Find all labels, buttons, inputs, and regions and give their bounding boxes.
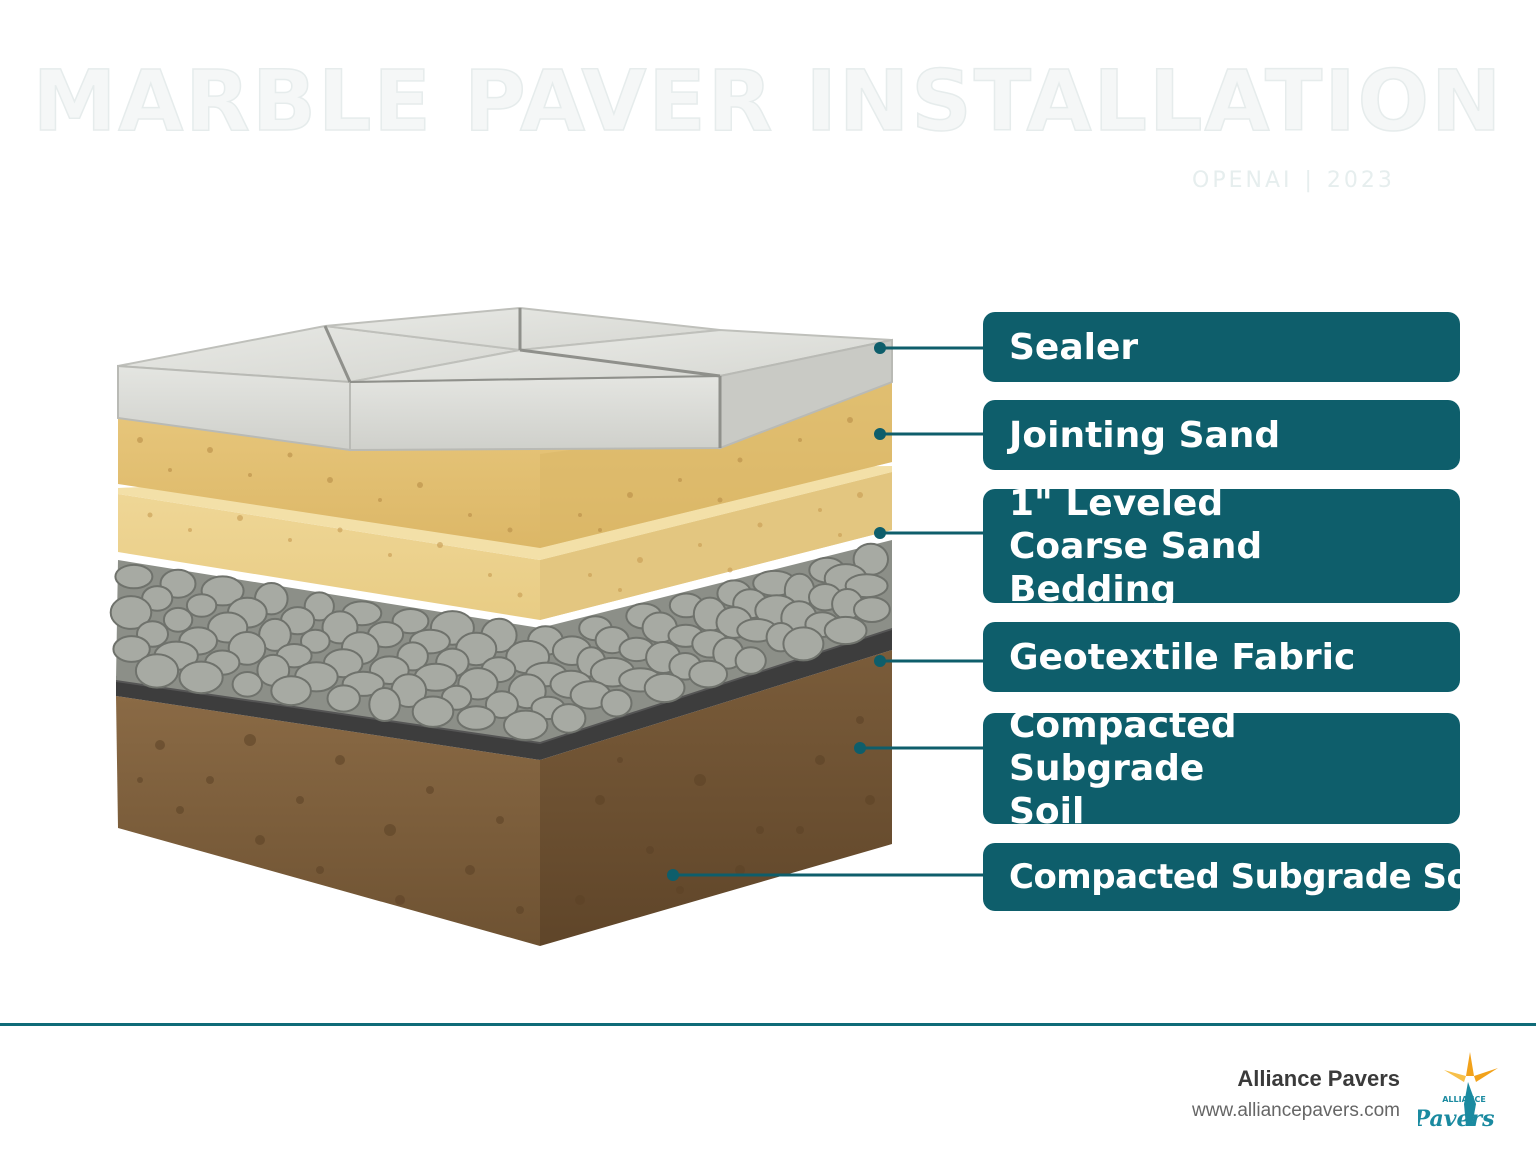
leader-dot — [874, 342, 886, 354]
soil-layer — [116, 650, 892, 946]
layer-label-geotextile: Geotextile Fabric — [983, 622, 1460, 692]
layer-label-sealer: Sealer — [983, 312, 1460, 382]
gravel-stone — [551, 703, 587, 734]
layer-label-subgrade-soil-base: Compacted Subgrade Soil — [983, 843, 1492, 911]
diagram-title: MARBLE PAVER INSTALLATION — [32, 51, 1504, 151]
gravel-stone — [178, 660, 224, 695]
gravel-stone — [688, 659, 729, 689]
brand-name: Alliance Pavers — [1237, 1066, 1400, 1091]
gravel-stone — [853, 596, 891, 623]
gravel-layer — [109, 540, 892, 742]
footer-divider — [0, 1023, 1536, 1026]
gravel-stone — [411, 695, 455, 728]
brand-url: www.alliancepavers.com — [1191, 1100, 1400, 1121]
geotextile-layer — [116, 628, 892, 760]
gravel-stone — [823, 615, 868, 646]
gravel-stone — [600, 688, 633, 718]
gravel-stone — [734, 646, 767, 675]
leader-dot — [874, 527, 886, 539]
gravel-stone — [368, 687, 401, 722]
logo-text-main: Pavers — [1418, 1106, 1494, 1132]
gravel-stone — [782, 626, 825, 662]
credit-line: OPENAI | 2023 — [1192, 168, 1395, 193]
leader-dot — [874, 655, 886, 667]
credit-author: OPENAI — [1192, 168, 1293, 193]
gravel-stone — [185, 593, 218, 618]
leader-dot — [667, 869, 679, 881]
marble-pavers — [117, 306, 893, 452]
gravel-stone — [456, 705, 496, 731]
leader-dot — [854, 742, 866, 754]
gravel-stone — [114, 563, 154, 590]
leader-dot — [874, 428, 886, 440]
gravel-stone — [503, 709, 549, 741]
leader-lines — [667, 342, 983, 881]
layer-label-sand-bedding: 1" Leveled Coarse Sand Bedding — [983, 483, 1460, 610]
gravel-stone — [134, 653, 180, 689]
paver-cross-section — [109, 306, 983, 946]
layer-label-jointing-sand: Jointing Sand — [983, 400, 1460, 470]
gravel-stone — [643, 672, 686, 704]
alliance-pavers-logo: ALLIANCE Pavers — [1418, 1052, 1498, 1132]
credit-year: 2023 — [1326, 168, 1395, 193]
gravel-stone — [326, 684, 361, 713]
gravel-stone — [112, 635, 151, 663]
gravel-stone — [391, 608, 430, 635]
gravel-stone — [270, 675, 312, 707]
layer-label-subgrade-soil: Compacted Subgrade Soil — [983, 705, 1460, 832]
gravel-stone — [231, 671, 264, 698]
credit-separator: | — [1304, 168, 1315, 193]
gravel-stone — [258, 617, 292, 652]
gravel-stone — [162, 606, 194, 633]
gravel-stone — [300, 628, 331, 654]
gravel-stone — [484, 690, 519, 719]
logo-text-top: ALLIANCE — [1442, 1095, 1486, 1104]
gravel-stone — [109, 595, 153, 630]
